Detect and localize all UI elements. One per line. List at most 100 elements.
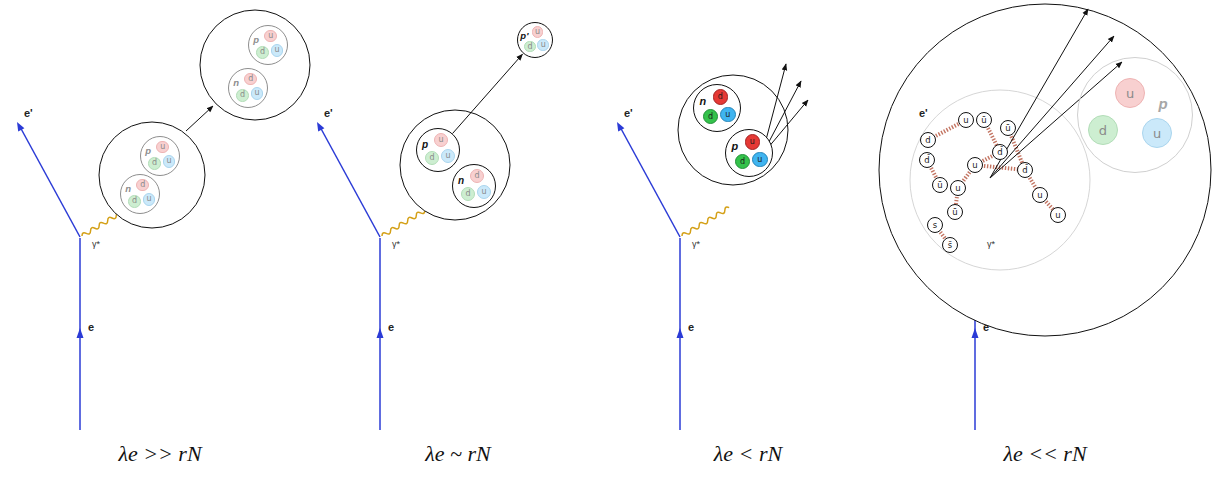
quark-label: u (1153, 127, 1161, 140)
quark-circle: d (703, 109, 718, 124)
nucleon-label: p (731, 140, 738, 152)
particle-label: e (983, 322, 989, 333)
quark-circle: u (950, 180, 966, 196)
nucleon-circle: pudu (725, 129, 773, 177)
quark-label: d (140, 181, 145, 189)
quark-circle: s̄ (942, 237, 958, 253)
quark-label: u (1126, 87, 1134, 100)
quark-circle: s (927, 217, 943, 233)
nucleon-label: p (422, 139, 428, 150)
quark-label: u (167, 157, 172, 165)
quark-circle: d (256, 46, 269, 59)
particle-label: e' (919, 108, 928, 119)
quark-circle: u (143, 193, 156, 206)
quark-circle: u (1032, 187, 1048, 203)
nucleon-label: n (699, 95, 706, 107)
jet-arrow (990, 9, 1088, 178)
quark-circle: d (148, 157, 161, 170)
quark-label: u (438, 136, 443, 144)
quark-label: d̄ (924, 156, 929, 165)
quark-label: d (248, 75, 253, 83)
quark-circle: d (524, 41, 535, 52)
quark-label: d (260, 48, 265, 56)
quark-circle: d (128, 195, 141, 208)
parton-sea-circle (910, 90, 1090, 270)
gluon-springs (927, 120, 1058, 245)
quark-circle: ū (976, 112, 992, 128)
quark-circle: u (156, 141, 169, 154)
quark-label: d (132, 197, 137, 205)
recoil-arrow (186, 106, 213, 131)
particle-label: e (688, 322, 694, 333)
quark-circle: u (1115, 78, 1145, 108)
photon-label: γ* (392, 240, 400, 249)
nucleon-label: p (1158, 95, 1167, 112)
quark-circle: d (236, 89, 249, 102)
nucleus-circle (400, 110, 510, 220)
quark-circle: u (967, 157, 983, 173)
quark-label: d̄ (1022, 166, 1027, 175)
quark-label: d (740, 158, 745, 166)
quark-label: u (963, 116, 968, 125)
regime-caption: λe << rN (935, 443, 1155, 465)
quark-circle: d (461, 187, 475, 201)
quark-label: u (1055, 211, 1060, 220)
quark-circle: u (434, 133, 448, 147)
quark-label: ū (1005, 124, 1010, 133)
quark-label: d (152, 159, 157, 167)
quark-label: ū (952, 208, 957, 217)
quark-circle: u (958, 112, 974, 128)
quark-label: u (972, 161, 977, 170)
quark-circle: ū (932, 177, 948, 193)
quark-circle: u (1050, 207, 1066, 223)
nucleon-circle: nddu (120, 174, 160, 214)
quark-circle: d (920, 132, 936, 148)
quark-circle: u (441, 149, 455, 163)
nucleon-circle: p u d u (416, 128, 460, 172)
nucleon-circle: nddu (452, 164, 496, 208)
quark-label: u (445, 152, 450, 160)
quark-circle: u (752, 152, 767, 167)
nucleon-label: p' (520, 30, 528, 41)
jet-arrow (990, 36, 1114, 178)
quark-circle: u (271, 44, 284, 57)
quark-label: s (933, 221, 937, 230)
nucleon-label: n (125, 183, 131, 194)
quark-label: u (757, 156, 762, 164)
quark-label: u (160, 143, 165, 151)
quark-label: d (240, 91, 245, 99)
quark-label: u (275, 46, 280, 54)
quark-circle: d (136, 179, 149, 192)
nucleon-label: n (233, 77, 239, 88)
nucleus-circle (678, 75, 788, 185)
quark-circle: d (244, 73, 257, 86)
particle-label: e (388, 322, 394, 333)
nucleus-circle (99, 122, 205, 228)
nucleon-circle: nddu (228, 68, 268, 108)
quark-label: u (255, 89, 260, 97)
quark-label: u (541, 41, 546, 49)
nucleon-circle: p' udu (517, 22, 553, 58)
regime-caption: λe >> rN (50, 443, 270, 465)
particle-label: e' (24, 108, 33, 119)
quark-circle: u (1142, 118, 1172, 148)
quark-label: u (535, 28, 540, 36)
quark-label: d̄ (997, 148, 1002, 157)
particle-label: e' (324, 108, 333, 119)
particle-label: e (88, 322, 94, 333)
photon-label: γ* (92, 240, 100, 249)
quark-label: u (1037, 191, 1042, 200)
quark-circle: u (163, 155, 176, 168)
quark-circle: u (264, 30, 277, 43)
quark-circle: u (537, 39, 548, 50)
quark-label: d (1099, 124, 1107, 137)
particle-label: e' (624, 108, 633, 119)
quark-circle: d (470, 169, 484, 183)
quark-label: d (708, 113, 713, 121)
quark-label: d (429, 154, 434, 162)
nucleus-circle (200, 10, 310, 120)
